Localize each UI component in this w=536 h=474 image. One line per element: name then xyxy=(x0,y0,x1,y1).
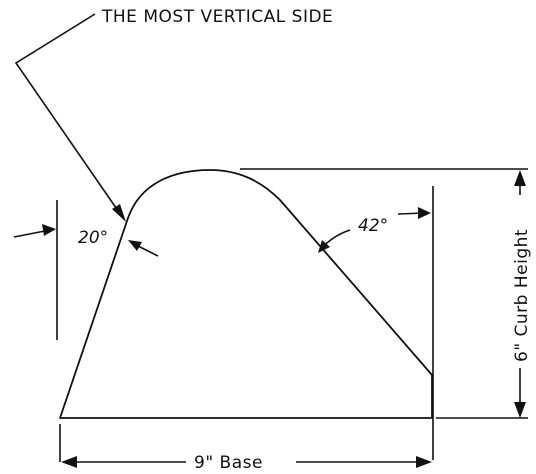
height-dimension-label: 6" Curb Height xyxy=(512,229,532,362)
leader-arrowhead xyxy=(112,204,126,222)
angle-20-arrowhead-right xyxy=(128,240,142,251)
angle-20-arrowhead-left xyxy=(42,224,56,236)
angle-42-arrowhead-left xyxy=(318,240,330,253)
leader-note-text: THE MOST VERTICAL SIDE xyxy=(101,7,333,27)
leader-line xyxy=(14,13,124,219)
base-arrowhead-left xyxy=(61,456,77,468)
angle-20-label: 20° xyxy=(78,228,108,248)
curb-profile xyxy=(59,169,433,419)
base-arrowhead-right xyxy=(416,456,432,468)
height-arrowhead-top xyxy=(514,170,526,186)
base-dimension-label: 9" Base xyxy=(194,453,263,473)
height-arrowhead-bottom xyxy=(514,402,526,418)
angle-42-arrowhead-right xyxy=(418,207,431,219)
angle-42-label: 42° xyxy=(358,216,388,236)
